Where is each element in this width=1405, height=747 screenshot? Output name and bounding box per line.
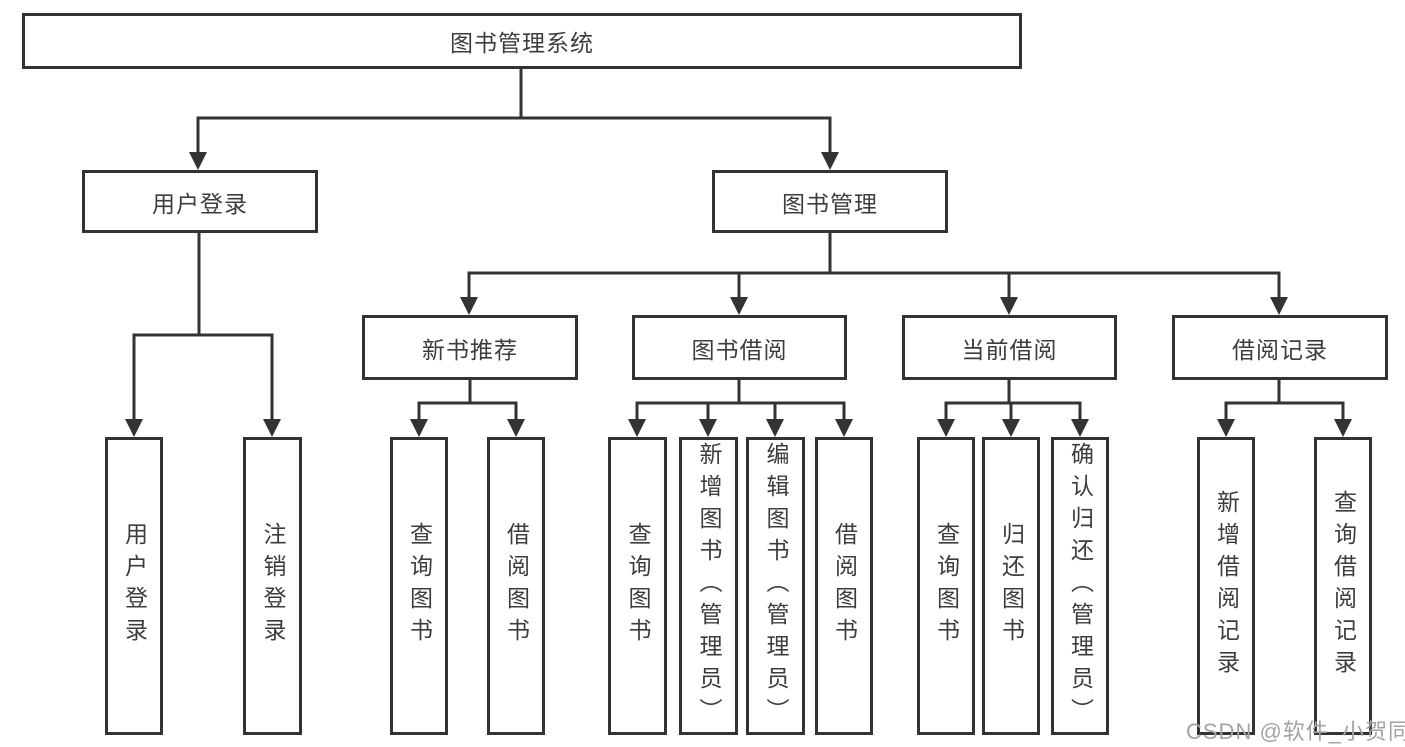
node-borrowing-records: 借阅记录 [1172, 315, 1388, 380]
arrow-down-icon [766, 419, 784, 437]
node-current-borrowing: 当前借阅 [902, 315, 1117, 380]
leaf-edit-book-admin: 编辑图书（管理员） [746, 437, 805, 735]
node-label: 注销登录 [260, 522, 286, 650]
arrow-down-icon [507, 419, 525, 437]
arrow-down-icon [263, 419, 281, 437]
node-label: 用户登录 [152, 190, 248, 217]
node-book-management: 图书管理 [712, 170, 948, 233]
node-label: 查询图书 [933, 522, 960, 650]
node-label: 借阅记录 [1232, 336, 1328, 363]
node-label: 查询图书 [406, 522, 433, 650]
node-label: 编辑图书（管理员） [763, 442, 789, 730]
leaf-add-borrow-record: 新增借阅记录 [1197, 437, 1255, 735]
arrow-down-icon [1002, 419, 1020, 437]
leaf-borrow-books-recommend: 借阅图书 [487, 437, 545, 735]
node-label: 借阅图书 [503, 522, 530, 650]
arrow-down-icon [1217, 419, 1235, 437]
leaf-user-login: 用户登录 [105, 437, 163, 735]
node-book-borrowing: 图书借阅 [632, 315, 847, 380]
node-library-management-system: 图书管理系统 [22, 13, 1022, 69]
node-new-book-recommend: 新书推荐 [362, 315, 578, 380]
node-label: 当前借阅 [961, 336, 1058, 363]
node-label: 图书管理 [782, 190, 878, 217]
node-label: 新增图书（管理员） [696, 442, 722, 730]
arrow-down-icon [125, 419, 143, 437]
node-label: 图书借阅 [691, 336, 788, 363]
leaf-logout: 注销登录 [243, 437, 302, 735]
arrow-down-icon [821, 152, 839, 170]
arrow-down-icon [1071, 419, 1089, 437]
arrow-down-icon [628, 419, 646, 437]
leaf-return-books: 归还图书 [982, 437, 1040, 735]
node-label: 归还图书 [998, 522, 1025, 650]
leaf-query-books-recommend: 查询图书 [390, 437, 448, 735]
node-label: 查询图书 [625, 522, 651, 650]
arrow-down-icon [937, 419, 955, 437]
arrow-down-icon [1000, 297, 1018, 315]
arrow-down-icon [1334, 419, 1352, 437]
arrow-down-icon [410, 419, 428, 437]
node-label: 图书管理系统 [450, 30, 594, 56]
node-label: 用户登录 [121, 522, 148, 650]
node-user-login: 用户登录 [82, 170, 318, 233]
arrow-down-icon [699, 419, 717, 437]
leaf-borrow-books: 借阅图书 [815, 437, 873, 735]
node-label: 借阅图书 [831, 522, 858, 650]
node-label: 查询借阅记录 [1330, 490, 1357, 682]
arrow-down-icon [189, 152, 207, 170]
leaf-query-books-current: 查询图书 [917, 437, 975, 735]
connector-line [132, 69, 1345, 422]
node-label: 新增借阅记录 [1213, 490, 1240, 682]
watermark: CSDN @软件_小贺同学 [1186, 719, 1405, 744]
leaf-query-borrow-record: 查询借阅记录 [1314, 437, 1372, 735]
node-label: 新书推荐 [422, 336, 518, 363]
leaf-confirm-return-admin: 确认归还（管理员） [1051, 437, 1109, 735]
node-label: 确认归还（管理员） [1067, 442, 1094, 730]
arrow-down-icon [1270, 297, 1288, 315]
arrow-down-icon [730, 297, 748, 315]
leaf-query-books-borrowing: 查询图书 [608, 437, 667, 735]
arrow-down-icon [835, 419, 853, 437]
leaf-add-book-admin: 新增图书（管理员） [679, 437, 738, 735]
arrow-down-icon [460, 297, 478, 315]
